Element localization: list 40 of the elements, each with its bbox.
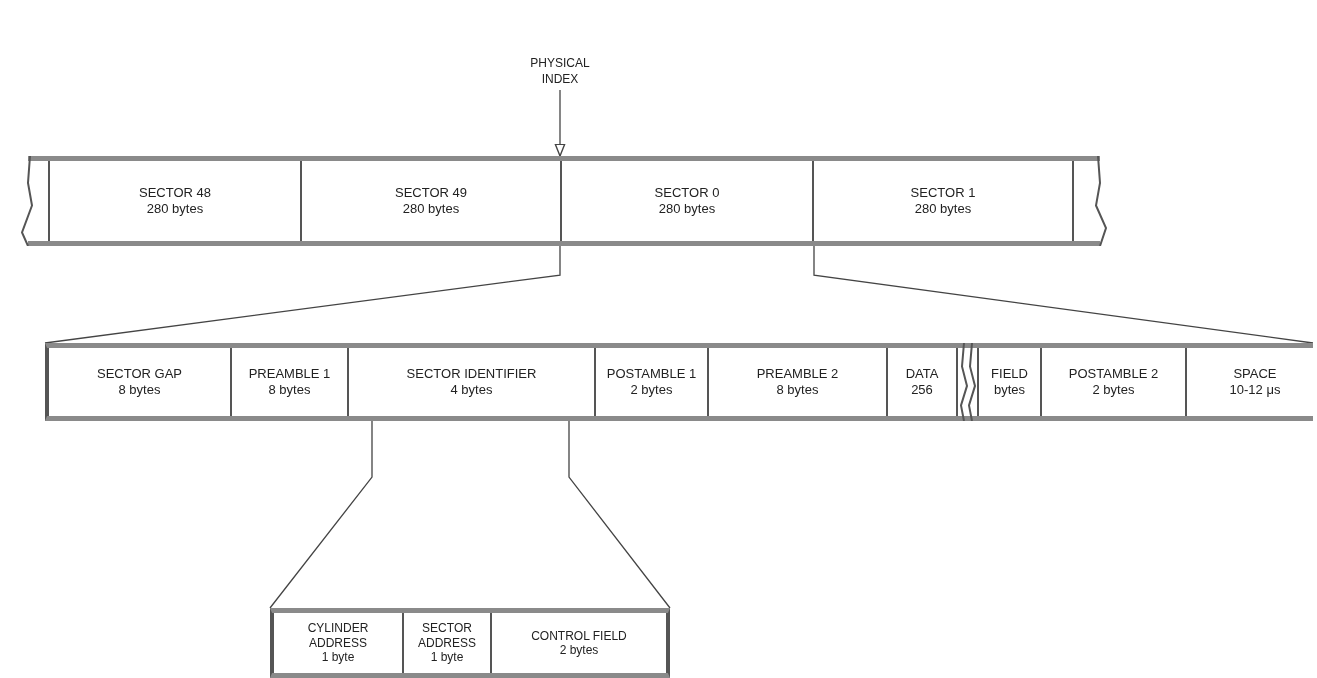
field-name: SECTOR IDENTIFIER	[405, 366, 538, 382]
track-strip	[45, 343, 1313, 421]
field-size: 280 bytes	[145, 201, 205, 217]
field-size: bytes	[992, 382, 1027, 398]
field-name: DATA	[904, 366, 940, 382]
field-size: 8 bytes	[775, 382, 820, 398]
track-strip	[270, 608, 670, 678]
field-name: CONTROL FIELD	[530, 628, 628, 643]
field-name: SPACE	[1232, 366, 1278, 382]
field-name: SECTOR 0	[653, 185, 721, 201]
expansion-line	[813, 245, 1314, 344]
field-size: 1 byte	[320, 650, 356, 665]
field-size: 1 byte	[429, 650, 465, 665]
field-name: PREAMBLE 1	[247, 366, 332, 382]
field-size: 280 bytes	[913, 201, 973, 217]
field-size: 8 bytes	[267, 382, 312, 398]
field-name: SECTOR 49	[394, 185, 468, 201]
field-size: 2 bytes	[558, 643, 600, 658]
expansion-line	[269, 420, 373, 609]
field-name: SECTOR 48	[138, 185, 212, 201]
field-size: 2 bytes	[1091, 382, 1136, 398]
field-size: 280 bytes	[401, 201, 461, 217]
expansion-line	[568, 420, 671, 609]
expansion-line	[44, 245, 561, 344]
index-label: PHYSICAL INDEX	[529, 56, 591, 88]
field-name: CYLINDER ADDRESS	[306, 621, 370, 651]
field-name: SECTOR 1	[909, 185, 977, 201]
field-name: PREAMBLE 2	[755, 366, 840, 382]
field-size: 8 bytes	[117, 382, 162, 398]
field-size: 2 bytes	[629, 382, 674, 398]
arrow	[554, 89, 566, 157]
field-name: FIELD	[990, 366, 1029, 382]
field-name: POSTAMBLE 1	[605, 366, 698, 382]
field-name: POSTAMBLE 2	[1067, 366, 1160, 382]
field-name: SECTOR ADDRESS	[417, 621, 477, 651]
field-size: 10-12 μs	[1228, 382, 1282, 398]
field-size: 4 bytes	[449, 382, 494, 398]
field-size: 256	[910, 382, 934, 398]
field-size: 280 bytes	[657, 201, 717, 217]
field-name: SECTOR GAP	[96, 366, 183, 382]
